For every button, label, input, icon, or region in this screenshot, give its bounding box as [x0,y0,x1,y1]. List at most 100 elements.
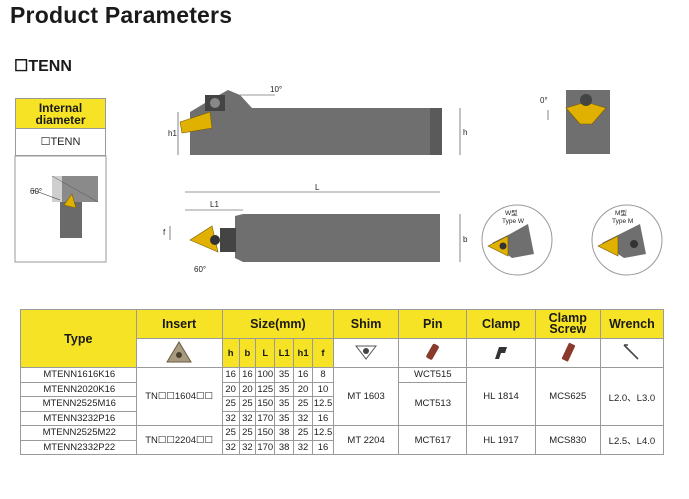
size-cell: 16 [312,410,335,426]
size-cell: 16 [312,439,335,455]
size-cell: 25 [238,425,257,441]
h1-label: h1 [168,129,177,138]
angle-label-side: 0° [540,96,548,105]
header-pin: Pin [398,309,468,339]
size-cell: 32 [221,439,240,455]
size-col-L: L [255,338,276,368]
size-cell: 32 [293,439,314,455]
svg-text:Type W: Type W [502,218,525,225]
size-cell: 35 [274,381,295,397]
holder-end-view: 0° [540,90,610,154]
table-row: MTENN2525M22 TN☐☐2204☐☐ 25 25 150 38 25 … [20,425,665,455]
clamp-screw-icon [534,338,601,368]
size-cell: 32 [221,410,240,426]
clamp-icon [466,338,536,368]
size-cell: 25 [293,396,314,412]
internal-diameter-value: ☐TENN [40,136,81,148]
insert-cell: TN☐☐2204☐☐ [135,425,223,455]
size-cell: 8 [312,367,335,383]
page-title: Product Parameters [10,2,233,28]
table-row: MTENN2525M16 25 25 150 35 25 12.5 [20,396,664,412]
size-col-h1: h1 [293,338,314,368]
size-cell: 170 [255,439,276,455]
type-cell: MTENN2525M22 [20,425,137,441]
clamp-screw-cell: MCS830 [534,425,601,455]
L-label: L [315,183,320,192]
size-cell: 20 [293,381,314,397]
header-size: Size(mm) [221,309,335,339]
size-cell: 38 [274,425,295,441]
size-col-h: h [221,338,240,368]
size-cell: 35 [274,410,295,426]
size-cell: 16 [238,367,257,383]
holder-side-view: L L1 f b 60° [163,183,468,274]
clamp-cell: HL 1814 [466,367,536,426]
product-code: ☐TENN [14,58,72,75]
pin-icon [398,338,468,368]
type-w-detail: W型 Type W [481,204,553,276]
clamp-cell: HL 1917 [466,425,536,455]
shim-cell: MT 1603 [333,367,400,426]
pin-cell: MCT513 [398,381,468,426]
type-m-label: M型 [615,208,627,217]
header-clamp: Clamp [466,309,536,339]
size-cell: 25 [221,425,240,441]
size-cell: 100 [255,367,276,383]
parameters-table: Type Insert Size(mm) Shim Pin Clamp Clam… [20,309,665,455]
type-cell: MTENN3232P16 [20,410,137,426]
size-cell: 25 [293,425,314,441]
size-cell: 32 [293,410,314,426]
size-cell: 12.5 [312,396,335,412]
angle-label-60: 60° [194,265,206,274]
table-row: MTENN2020K16 20 20 125 35 20 10 MCT513 [20,381,664,426]
svg-text:Type M: Type M [612,218,633,225]
pin-cell: MCT617 [398,425,468,455]
size-cell: 12.5 [312,425,335,441]
bore-diagram: 60° [14,155,107,263]
f-label: f [163,228,166,237]
size-cell: 150 [255,396,276,412]
header-insert: Insert [135,309,223,339]
size-cell: 150 [255,425,276,441]
wrench-icon [599,338,665,368]
size-cell: 20 [221,381,240,397]
h-label: h [463,128,467,137]
type-cell: MTENN1616K16 [20,367,137,383]
shim-icon [333,338,400,368]
size-cell: 32 [238,439,257,455]
size-col-f: f [312,338,335,368]
table-row: MTENN1616K16 TN☐☐1604☐☐ 16 16 100 35 16 … [20,367,665,426]
angle-label-top: 10° [270,85,282,94]
size-cell: 16 [221,367,240,383]
size-cell: 10 [312,381,335,397]
size-cell: 16 [293,367,314,383]
internal-diameter-box: Internal diameter ☐TENN [15,98,106,156]
header-shim: Shim [333,309,400,339]
internal-diameter-heading: Internal diameter [16,99,105,129]
type-cell: MTENN2332P22 [20,439,137,455]
size-cell: 32 [238,410,257,426]
angle-label-bore: 60° [30,187,42,196]
shim-cell: MT 2204 [333,425,400,455]
type-w-label: W型 [505,208,518,217]
type-cell: MTENN2020K16 [20,381,137,397]
type-m-detail: M型 Type M [591,204,663,276]
size-cell: 25 [238,396,257,412]
header-wrench: Wrench [599,309,665,339]
table-row: MTENN2332P22 32 32 170 38 32 16 [20,439,664,455]
size-cell: 20 [238,381,257,397]
L1-label: L1 [210,200,219,209]
size-col-L1: L1 [274,338,295,368]
type-cell: MTENN2525M16 [20,396,137,412]
size-cell: 170 [255,410,276,426]
size-cell: 38 [274,439,295,455]
header-type: Type [20,309,137,368]
holder-top-view: 10° h1 h [168,85,467,155]
insert-cell: TN☐☐1604☐☐ [135,367,223,426]
technical-drawing: 60° 10° h1 h 0° L L1 f b 60° [14,85,663,276]
header-clamp-screw: Clamp Screw [534,309,601,339]
insert-icon [135,338,223,368]
wrench-cell: L2.0、L3.0 [599,367,665,426]
size-col-b: b [238,338,257,368]
size-cell: 35 [274,367,295,383]
